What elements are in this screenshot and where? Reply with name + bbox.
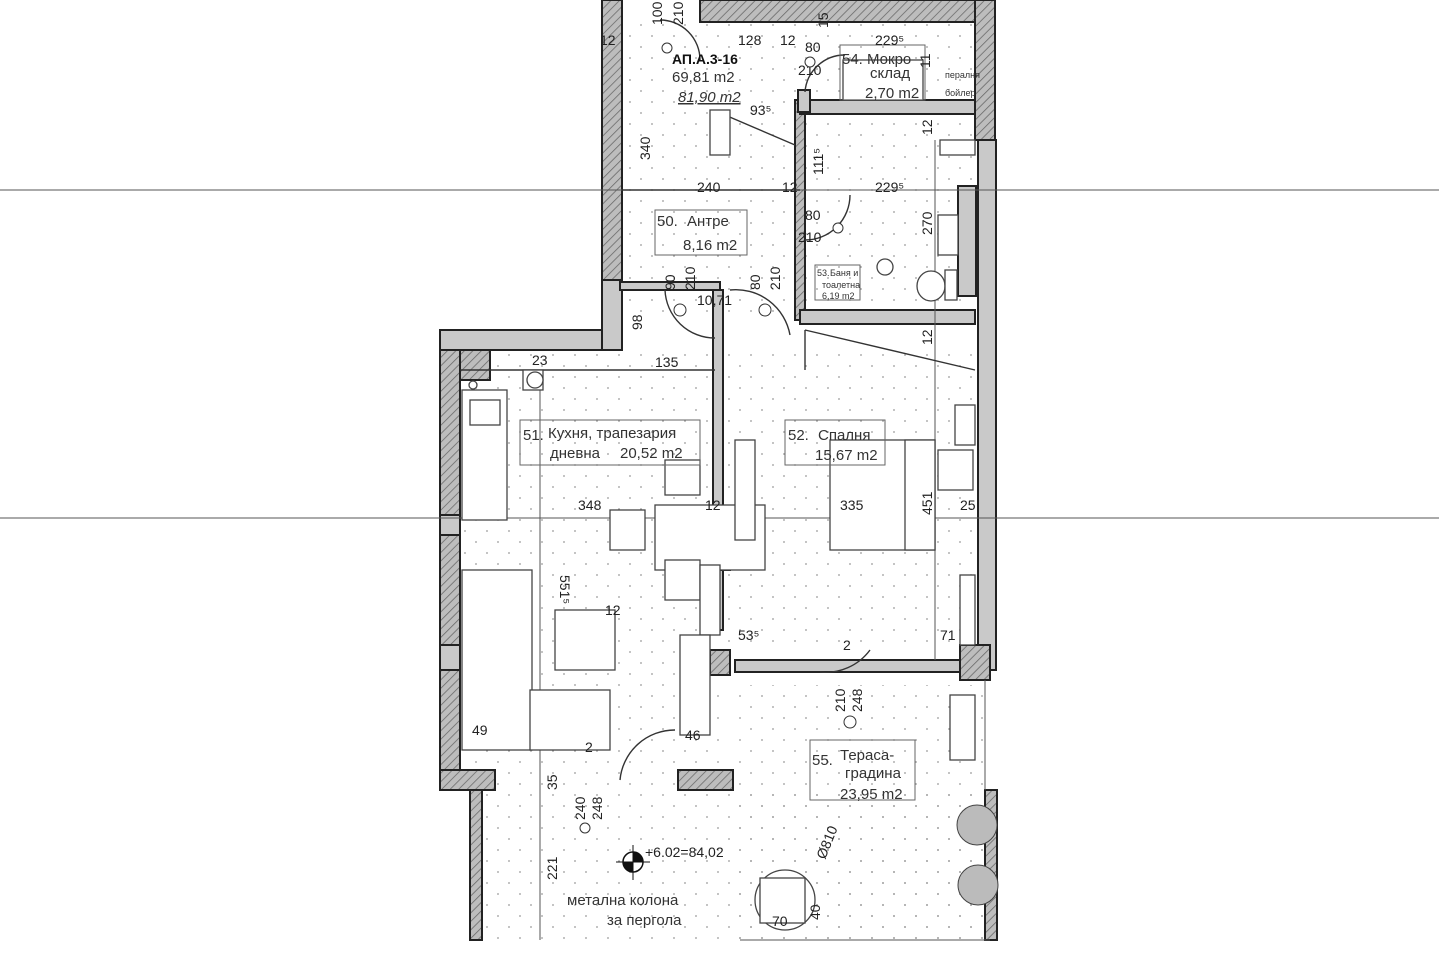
room-54-name-line2: склад xyxy=(870,65,910,82)
room-55-number: 55. xyxy=(812,752,833,769)
room-label-boxes xyxy=(519,44,926,801)
dim-210-b: 210 xyxy=(798,62,822,78)
apartment-code: АП.А.3-16 xyxy=(672,51,738,67)
dim-270: 270 xyxy=(919,211,935,235)
room-53-name-line2: тоалетна xyxy=(822,280,860,290)
door-tags xyxy=(579,42,857,834)
dim-348: 348 xyxy=(578,497,602,513)
dim-80-top: 80 xyxy=(805,39,821,55)
furniture xyxy=(461,59,976,931)
dim-12-top: 12 xyxy=(780,32,796,48)
room-50-name: Антре xyxy=(687,213,729,230)
dim-335: 335 xyxy=(840,497,864,513)
dim-210-terrace: 210 xyxy=(832,688,848,712)
dim-135: 135 xyxy=(655,354,679,370)
plant-icons xyxy=(956,804,999,906)
dim-35: 35 xyxy=(544,774,560,790)
room-52-name: Спалня xyxy=(818,427,870,444)
room-51-name-line1: Кухня, трапезария xyxy=(548,425,676,442)
walls xyxy=(439,0,998,941)
room-54-number: 54. xyxy=(842,51,863,68)
dim-210-left: 210 xyxy=(682,266,698,290)
dim-451: 451 xyxy=(919,491,935,515)
room-53-area: 6,19 m2 xyxy=(822,291,855,301)
dim-11: 11 xyxy=(917,53,933,68)
dim-221: 221 xyxy=(544,856,560,880)
elevation-marker xyxy=(616,845,650,880)
dim-49: 49 xyxy=(472,722,488,738)
dim-240: 240 xyxy=(697,179,721,195)
dim-12-mid: 12 xyxy=(782,179,798,195)
dim-535: 53⁵ xyxy=(738,627,759,643)
dim-12-right: 12 xyxy=(919,119,935,135)
apartment-area-net: 69,81 m2 xyxy=(672,69,735,86)
dim-248-terrace: 248 xyxy=(849,688,865,712)
dim-46: 46 xyxy=(685,727,701,743)
dim-80-mid: 80 xyxy=(805,207,821,223)
dim-40: 40 xyxy=(807,904,823,920)
boiler-tag: бойлер xyxy=(945,88,975,98)
room-53-number: 53. xyxy=(817,268,830,278)
dim-210-top: 210 xyxy=(670,1,686,25)
dim-128: 128 xyxy=(738,32,762,48)
dim-551: 551⁵ xyxy=(557,575,573,604)
room-51-name-line2: дневна xyxy=(550,445,601,462)
dim-25: 25 xyxy=(960,497,976,513)
dim-100: 100 xyxy=(649,1,665,25)
dim-90: 90 xyxy=(662,274,678,290)
apartment-area-gross: 81,90 m2 xyxy=(678,89,741,106)
dim-12-top-left: 12 xyxy=(605,602,621,618)
dim-93: 93⁵ xyxy=(750,102,771,118)
room-53-name-line1: Баня и xyxy=(830,268,858,278)
room-55-name-line1: Тераса- xyxy=(840,747,894,764)
column-note-line2: за пергола xyxy=(607,912,682,929)
room-50-number: 50. xyxy=(657,213,678,230)
dim-2-kitchen: 2 xyxy=(585,739,593,755)
room-54-name-line1: Мокро xyxy=(867,51,911,68)
room-54-area: 2,70 m2 xyxy=(865,85,919,102)
washer-tag: пералня xyxy=(945,70,980,80)
room-55-area: 23,95 m2 xyxy=(840,786,903,803)
room-55-name-line2: градина xyxy=(845,765,902,782)
dim-229-top: 229⁵ xyxy=(875,32,904,48)
dim-210-mid: 210 xyxy=(798,229,822,245)
dim-229-mid: 229⁵ xyxy=(875,179,904,195)
dim-111: 111⁵ xyxy=(810,148,826,175)
room-52-area: 15,67 m2 xyxy=(815,447,878,464)
dim-23: 23 xyxy=(532,352,548,368)
dim-210-left2: 210 xyxy=(767,266,783,290)
dim-71: 71 xyxy=(940,627,956,643)
dim-1071: 10,71 xyxy=(697,292,732,308)
dim-248-bottom: 248 xyxy=(589,796,605,820)
dim-12-bath: 12 xyxy=(919,329,935,345)
dim-98: 98 xyxy=(629,314,645,330)
dim-240-bottom: 240 xyxy=(572,796,588,820)
dim-70: 70 xyxy=(772,913,788,929)
dim-340: 340 xyxy=(637,136,653,160)
dim-12-wall: 12 xyxy=(600,32,616,48)
room-50-area: 8,16 m2 xyxy=(683,237,737,254)
dim-12-kitchen: 12 xyxy=(705,497,721,513)
room-52-number: 52. xyxy=(788,427,809,444)
room-51-area: 20,52 m2 xyxy=(620,445,683,462)
elevation-label: +6.02=84,02 xyxy=(645,844,724,860)
column-note-line1: метална колона xyxy=(567,892,679,909)
dim-15: 15 xyxy=(815,12,831,28)
room-51-number: 51. xyxy=(523,427,544,444)
dim-80-left: 80 xyxy=(747,274,763,290)
dim-2-door: 2 xyxy=(843,637,851,653)
